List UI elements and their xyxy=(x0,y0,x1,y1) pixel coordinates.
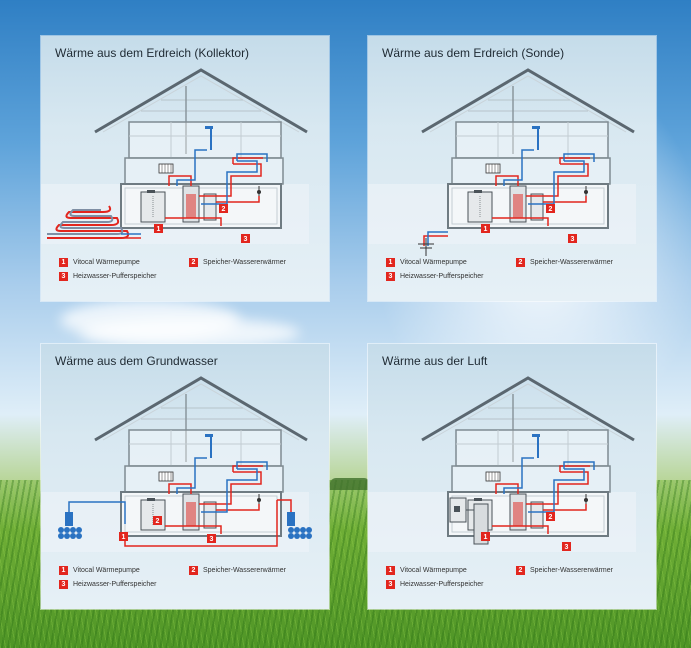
marker-buffer-tank: 3 xyxy=(207,534,216,543)
svg-text:1: 1 xyxy=(484,226,488,233)
house-diagram: 1 2 3 xyxy=(368,68,638,256)
house-diagram: 1 2 3 xyxy=(41,68,311,246)
marker-heat-pump: 1 xyxy=(154,224,163,233)
marker-storage-tank: 2 xyxy=(153,516,162,525)
ground-collector-icon xyxy=(47,205,141,239)
house-diagram: 1 2 3 xyxy=(368,376,638,554)
svg-text:1: 1 xyxy=(484,534,488,541)
cloud xyxy=(60,300,240,340)
panel-title: Wärme aus dem Erdreich (Sonde) xyxy=(382,46,565,60)
svg-text:3: 3 xyxy=(565,544,569,551)
panel-title: Wärme aus dem Grundwasser xyxy=(55,354,218,368)
panel-title: Wärme aus dem Erdreich (Kollektor) xyxy=(55,46,250,60)
marker-storage-tank: 2 xyxy=(546,512,555,521)
tree-line xyxy=(330,478,370,490)
svg-text:3: 3 xyxy=(571,236,575,243)
marker-buffer-tank: 3 xyxy=(241,234,250,243)
svg-text:2: 2 xyxy=(222,206,226,213)
svg-text:3: 3 xyxy=(244,236,248,243)
svg-text:1: 1 xyxy=(157,226,161,233)
marker-heat-pump: 1 xyxy=(481,224,490,233)
marker-buffer-tank: 3 xyxy=(562,542,571,551)
marker-storage-tank: 2 xyxy=(546,204,555,213)
svg-text:3: 3 xyxy=(210,536,214,543)
panel-grundwasser: Wärme aus dem Grundwasser 1 2 xyxy=(41,344,329,609)
marker-buffer-tank: 3 xyxy=(568,234,577,243)
panel-kollektor: Wärme aus dem Erdreich (Kollektor) 1 2 3… xyxy=(41,36,329,301)
ground-probe-icon xyxy=(418,231,448,256)
marker-storage-tank: 2 xyxy=(219,204,228,213)
house-diagram: 1 2 3 xyxy=(41,376,312,554)
svg-text:1: 1 xyxy=(122,534,126,541)
marker-heat-pump: 1 xyxy=(119,532,128,541)
marker-heat-pump: 1 xyxy=(481,532,490,541)
svg-text:2: 2 xyxy=(549,514,553,521)
svg-text:2: 2 xyxy=(156,518,160,525)
svg-text:2: 2 xyxy=(549,206,553,213)
panel-title: Wärme aus der Luft xyxy=(382,354,488,368)
